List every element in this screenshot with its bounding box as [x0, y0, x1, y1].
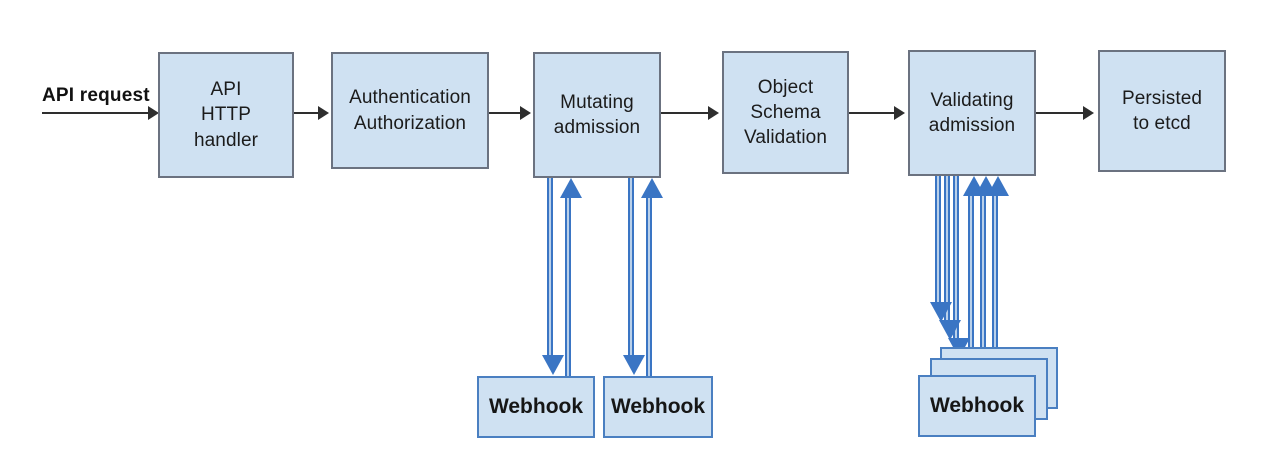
mutating-webhook-1-up-arrowhead — [560, 178, 582, 198]
validating-webhook-down-line-3 — [953, 176, 959, 344]
node-validating-admission[interactable]: Validating admission — [908, 50, 1036, 176]
api-request-label: API request — [42, 85, 150, 106]
mutating-webhook-2[interactable]: Webhook — [603, 376, 713, 438]
node-persisted-to-etcd[interactable]: Persisted to etcd — [1098, 50, 1226, 172]
validating-webhook-down-arrowhead-1 — [930, 302, 952, 322]
connector-5-arrowhead — [1083, 106, 1094, 120]
node-authentication[interactable]: Authentication Authorization — [331, 52, 489, 169]
validating-webhook-up-line-1 — [968, 194, 974, 384]
connector-1-line — [294, 112, 319, 114]
validating-webhook-down-arrowhead-2 — [939, 320, 961, 340]
mutating-webhook-1-down-line — [547, 178, 553, 361]
validating-webhook-up-line-3 — [992, 194, 998, 374]
connector-2-line — [489, 112, 521, 114]
validating-webhook-down-line-1 — [935, 176, 941, 308]
connector-5-line — [1036, 112, 1084, 114]
api-request-line — [42, 112, 150, 114]
node-object-schema-validation[interactable]: Object Schema Validation — [722, 51, 849, 174]
mutating-webhook-2-down-arrowhead — [623, 355, 645, 375]
validating-webhook-up-arrowhead-3 — [987, 176, 1009, 196]
node-mutating-admission[interactable]: Mutating admission — [533, 52, 661, 178]
mutating-webhook-2-up-arrowhead — [641, 178, 663, 198]
validating-webhook-up-line-2 — [980, 194, 986, 384]
mutating-webhook-1-down-arrowhead — [542, 355, 564, 375]
connector-3-line — [661, 112, 709, 114]
mutating-webhook-2-up-line — [646, 196, 652, 376]
api-request-arrowhead — [148, 106, 159, 120]
connector-4-line — [849, 112, 895, 114]
connector-3-arrowhead — [708, 106, 719, 120]
validating-webhook-down-line-2 — [944, 176, 950, 326]
connector-1-arrowhead — [318, 106, 329, 120]
mutating-webhook-2-down-line — [628, 178, 634, 361]
validating-webhook-card-front[interactable]: Webhook — [918, 375, 1036, 437]
connector-2-arrowhead — [520, 106, 531, 120]
connector-4-arrowhead — [894, 106, 905, 120]
mutating-webhook-1[interactable]: Webhook — [477, 376, 595, 438]
node-api-http-handler[interactable]: API HTTP handler — [158, 52, 294, 178]
mutating-webhook-1-up-line — [565, 196, 571, 376]
